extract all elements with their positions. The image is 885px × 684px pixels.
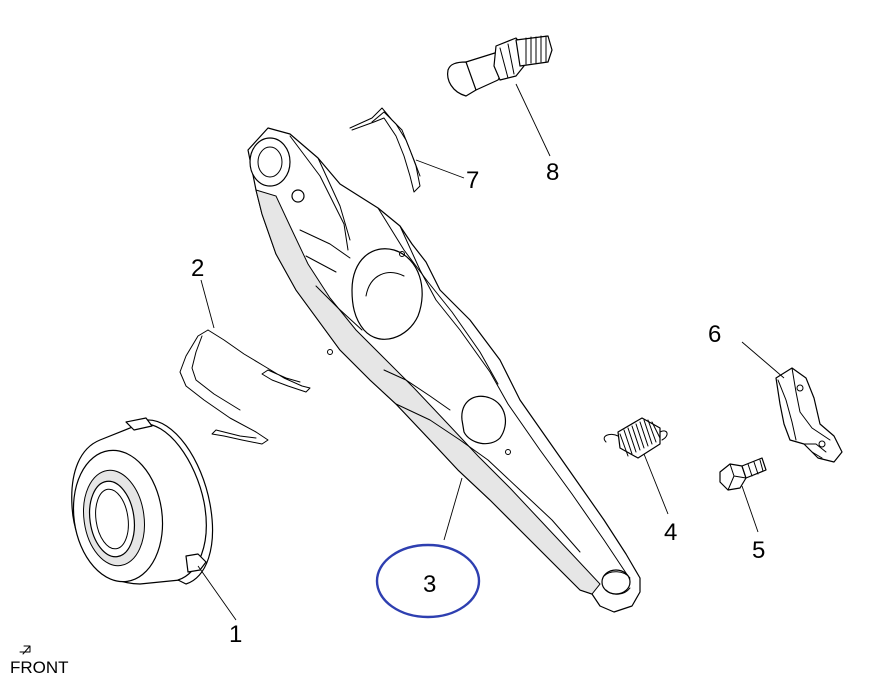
highlight-ellipse-part-3 — [375, 543, 481, 619]
callout-4: 4 — [664, 519, 677, 546]
leader-line-7 — [415, 159, 465, 179]
retaining-clip-part-2[interactable] — [179, 329, 311, 445]
leader-line-4 — [643, 453, 669, 515]
leader-line-3 — [443, 477, 463, 541]
callout-1: 1 — [229, 621, 242, 648]
bracket-part-6[interactable] — [775, 367, 843, 463]
callout-8: 8 — [546, 159, 559, 186]
callout-3: 3 — [423, 571, 436, 598]
front-indicator: FRONT — [10, 645, 69, 677]
leader-lines — [197, 83, 785, 621]
front-arrow-icon — [19, 645, 31, 655]
callout-6: 6 — [708, 321, 721, 348]
pivot-stud-part-8[interactable] — [447, 35, 553, 97]
release-bearing-part-1[interactable] — [65, 417, 214, 587]
leader-line-6 — [741, 341, 785, 379]
retaining-spring-part-7[interactable] — [349, 107, 421, 193]
callout-7: 7 — [466, 167, 479, 194]
leader-line-8 — [515, 83, 551, 157]
leader-line-2 — [200, 279, 215, 329]
callout-labels: 1 2 3 4 5 6 7 8 — [191, 159, 765, 648]
callout-5: 5 — [752, 537, 765, 564]
leader-line-5 — [741, 485, 759, 533]
leader-line-1 — [197, 565, 237, 621]
callout-2: 2 — [191, 255, 204, 282]
bolt-part-5[interactable] — [719, 457, 767, 491]
release-fork-part-3[interactable] — [247, 127, 641, 613]
front-label: FRONT — [10, 658, 69, 677]
tension-spring-part-4[interactable] — [603, 417, 668, 459]
